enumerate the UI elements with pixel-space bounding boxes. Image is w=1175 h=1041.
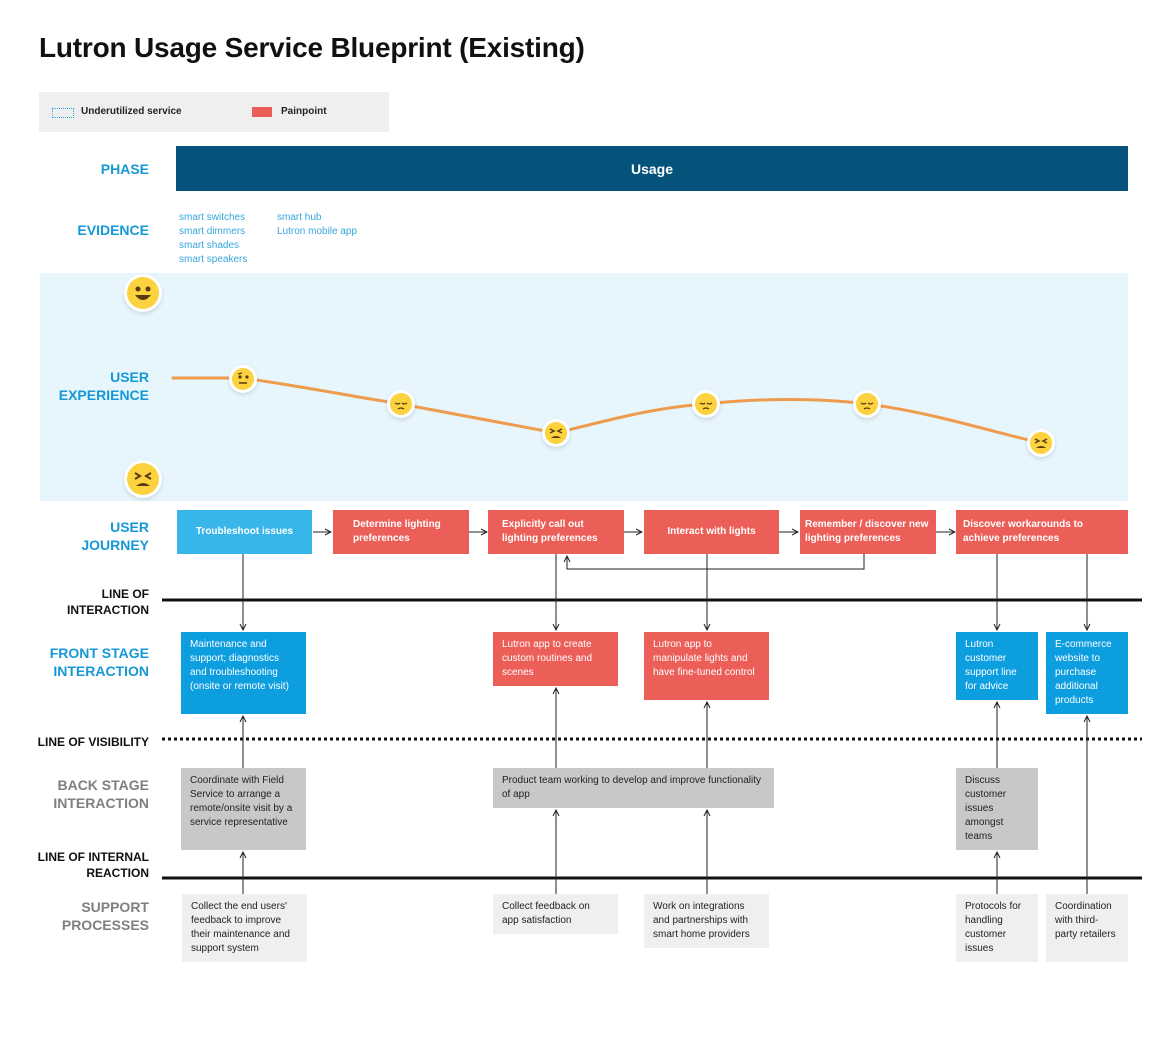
row-label-phase: PHASE <box>100 161 149 177</box>
support-app-satisfaction: Collect feedback on app satisfaction <box>493 894 618 934</box>
journey-loop-arrow <box>567 554 865 570</box>
underutilized-swatch <box>52 108 74 118</box>
back-stage-discuss-issues: Discuss customer issues amongst teams <box>956 768 1038 850</box>
user-experience-band <box>40 273 1128 501</box>
skeptical-face-icon <box>232 368 254 390</box>
legend: Underutilized service Painpoint <box>39 92 389 132</box>
support-integrations: Work on integrations and partnerships wi… <box>644 894 769 948</box>
painpoint-swatch <box>252 107 272 117</box>
pensive-face-icon <box>856 393 878 415</box>
journey-interact-with-lights: Interact with lights <box>644 510 779 554</box>
front-stage-app-control: Lutron app to manipulate lights and have… <box>644 632 769 700</box>
page-title: Lutron Usage Service Blueprint (Existing… <box>39 32 585 63</box>
support-protocols: Protocols for handling customer issues <box>956 894 1038 962</box>
underutilized-legend-label: Underutilized service <box>81 106 182 117</box>
front-stage-ecommerce: E-commerce website to purchase additiona… <box>1046 632 1128 714</box>
front-stage-app-routines: Lutron app to create custom routines and… <box>493 632 618 686</box>
pensive-face-icon <box>390 393 412 415</box>
phase-usage-bar: Usage <box>176 146 1128 191</box>
line-label-visibility: LINE OF VISIBILITY <box>37 735 149 749</box>
happy-face-icon <box>127 277 159 309</box>
tired-face-icon <box>545 422 567 444</box>
painpoint-legend-label: Painpoint <box>281 106 327 117</box>
support-retailers: Coordination with third-party retailers <box>1046 894 1128 962</box>
back-stage-product-team: Product team working to develop and impr… <box>493 768 774 808</box>
user-experience-curve <box>171 376 1043 445</box>
front-stage-maintenance-support: Maintenance and support; diagnostics and… <box>181 632 306 714</box>
row-label-evidence: EVIDENCE <box>77 222 149 238</box>
tired-face-icon <box>127 463 159 495</box>
journey-discover-workarounds: Discover workarounds to achieve preferen… <box>956 510 1128 554</box>
back-stage-field-service: Coordinate with Field Service to arrange… <box>181 768 306 850</box>
support-collect-feedback: Collect the end users' feedback to impro… <box>182 894 307 962</box>
journey-troubleshoot-issues: Troubleshoot issues <box>177 510 312 554</box>
journey-remember-discover: Remember / discover new lighting prefere… <box>800 510 936 554</box>
journey-determine-lighting-preferences: Determine lighting preferences <box>333 510 469 554</box>
journey-explicitly-call-out: Explicitly call out lighting preferences <box>488 510 624 554</box>
pensive-face-icon <box>695 393 717 415</box>
tired-face-icon <box>1030 432 1052 454</box>
front-stage-support-line: Lutron customer support line for advice <box>956 632 1038 700</box>
